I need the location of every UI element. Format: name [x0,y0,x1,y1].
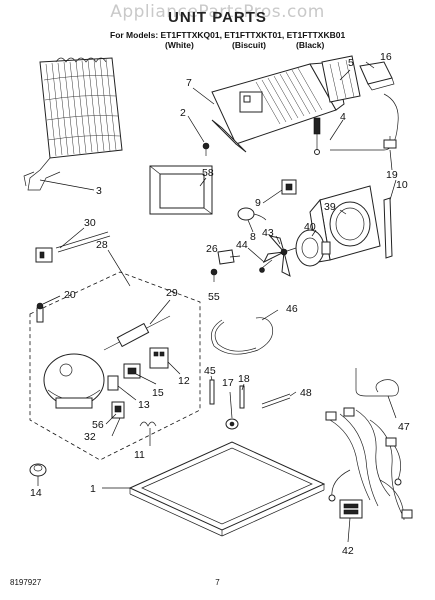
callout-10: 10 [396,179,408,191]
callout-44: 44 [236,239,248,251]
power-cord [35,231,111,263]
models-line: For Models: ET1FTTXKQ01, ET1FTTXKT01, ET… [110,30,346,40]
variant-white: (White) [165,40,194,50]
bolt [36,302,44,323]
callout-4: 4 [340,111,346,123]
pin-18 [239,385,245,409]
callout-39: 39 [324,201,336,213]
variant-black: (Black) [296,40,325,50]
callout-26: 26 [206,243,218,255]
callout-15: 15 [152,387,164,399]
callout-7: 7 [186,77,192,89]
callout-17: 17 [222,377,234,389]
fan-blade [262,235,291,277]
compressor-group-outline [29,271,201,461]
callout-43: 43 [262,227,274,239]
callout-32: 32 [84,431,96,443]
callout-47: 47 [398,421,410,433]
callout-20: 20 [64,289,76,301]
relay [149,347,169,369]
document-number: 8197927 [10,578,42,587]
base-plate [128,441,326,537]
callout-3: 3 [96,185,102,197]
leader-lines [37,61,397,543]
grommet [139,421,157,427]
compressor [43,353,105,409]
callout-9: 9 [255,197,261,209]
callout-29: 29 [166,287,178,299]
wire-clip [383,136,397,149]
watermark: AppliancePartsPros.com [110,2,325,22]
fan-nut [259,259,273,273]
callout-40: 40 [304,221,316,233]
callout-19: 19 [386,169,398,181]
filter-drier [103,315,171,351]
screw-55 [210,268,218,282]
drain-tube [211,317,274,355]
callout-5: 5 [348,57,354,69]
callout-labels: 7 2 3 4 5 16 58 9 8 19 10 39 40 43 26 44… [30,51,410,557]
callout-48: 48 [300,387,312,399]
tube-coil [355,368,399,397]
drain-pan [149,165,213,215]
callout-12: 12 [178,375,190,387]
callout-16: 16 [380,51,392,63]
callout-18: 18 [238,373,250,385]
bracket [217,249,235,265]
rod-45 [209,379,215,405]
callout-55: 55 [208,291,220,303]
bushing [225,418,239,430]
callout-56: 56 [92,419,104,431]
callout-58: 58 [202,167,214,179]
foam-pad [359,61,395,91]
callout-30: 30 [84,217,96,229]
page-header: AppliancePartsPros.com UNIT PARTS For Mo… [0,0,435,56]
page-number: 7 [215,578,220,587]
fan-motor [283,229,331,267]
callout-13: 13 [138,399,150,411]
clip-13 [107,375,119,391]
switch [281,179,297,195]
overload [123,363,141,379]
seal-strip [383,197,393,259]
variant-biscuit: (Biscuit) [232,40,266,50]
mounting-grommet [29,463,47,477]
callout-14: 14 [30,487,42,499]
callout-45: 45 [204,365,216,377]
callout-11: 11 [134,449,145,461]
callout-8: 8 [250,231,256,243]
screw [202,142,210,156]
capacitor [237,207,267,221]
condenser-coil [23,57,123,191]
callout-46: 46 [286,303,298,315]
terminal-cover [111,401,125,419]
callout-1: 1 [90,483,96,495]
wire-harness [325,407,413,521]
callout-42: 42 [342,545,354,557]
callout-2: 2 [180,107,186,119]
tube-48 [261,393,291,409]
callout-28: 28 [96,239,108,251]
page-title: UNIT PARTS [168,9,267,26]
